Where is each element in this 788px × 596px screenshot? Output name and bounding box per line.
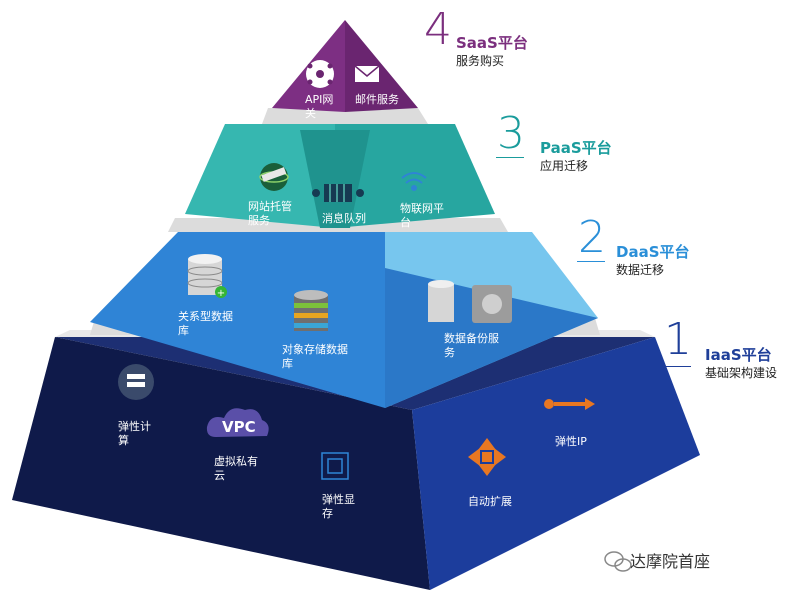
saas-layer-right-face: [345, 20, 418, 112]
object-storage-icon: [294, 290, 328, 331]
relational-db-label: 关系型数据库: [178, 310, 233, 337]
message-queue-icon: [312, 184, 364, 202]
vpc-label: 虚拟私有云: [214, 455, 258, 482]
tier-title: IaaS平台: [705, 346, 772, 364]
tier-title: PaaS平台: [540, 139, 612, 157]
auto-scale-arrows-icon: [468, 438, 506, 476]
tier-underline: [663, 366, 691, 367]
elastic-compute-label: 弹性计算: [118, 420, 151, 447]
backup-icon: [428, 280, 512, 323]
tier-subtitle: 数据迁移: [616, 263, 665, 277]
compute-icon: [118, 364, 154, 400]
iot-platform-label: 物联网平台: [400, 202, 444, 229]
tier-underline: [577, 261, 605, 262]
vpc-cloud-icon: [206, 408, 269, 437]
mail-icon: [354, 65, 380, 82]
api-gateway-label: API网关: [305, 93, 334, 120]
tier-subtitle: 服务购买: [456, 54, 505, 68]
api-gateway-icon: [306, 60, 334, 88]
iot-wifi-icon: [401, 172, 427, 191]
tier-underline: [496, 157, 524, 158]
daas-layer-left-face: [90, 232, 385, 408]
svg-text:+: +: [217, 288, 225, 299]
tier-title: SaaS平台: [456, 34, 528, 52]
vpc-badge-text: VPC: [222, 418, 256, 436]
tier-subtitle: 基础架构建设: [705, 366, 778, 380]
tier-subtitle: 应用迁移: [540, 159, 589, 173]
saas-rim: [262, 108, 428, 124]
web-hosting-label: 网站托管服务: [248, 200, 292, 227]
mail-service-label: 邮件服务: [355, 93, 399, 106]
watermark-text: 达摩院首座: [630, 552, 711, 571]
message-queue-label: 消息队列: [322, 212, 366, 225]
wechat-icon: [604, 551, 632, 572]
backup-service-label: 数据备份服务: [444, 332, 499, 359]
iaas-layer-left-face: [12, 337, 430, 590]
paas-layer-right-face: [300, 130, 370, 228]
paas-layer-right-face: [335, 124, 495, 228]
tier-number: 3: [497, 108, 525, 159]
elastic-gpu-label: 弹性显存: [322, 493, 355, 520]
tier-title: DaaS平台: [616, 243, 690, 261]
iaas-layer-right-face: [412, 337, 700, 590]
tier-number: 2: [578, 212, 606, 263]
auto-scaling-label: 自动扩展: [468, 495, 512, 508]
globe-icon: [259, 163, 289, 191]
object-storage-label: 对象存储数据库: [282, 343, 348, 370]
tier-number: 4: [424, 4, 452, 55]
elastic-ip-label: 弹性IP: [555, 435, 587, 448]
elastic-ip-arrow-icon: [544, 398, 595, 410]
database-icon: +: [187, 254, 227, 299]
gpu-chip-icon: [321, 452, 349, 480]
tier-number: 1: [664, 314, 692, 365]
